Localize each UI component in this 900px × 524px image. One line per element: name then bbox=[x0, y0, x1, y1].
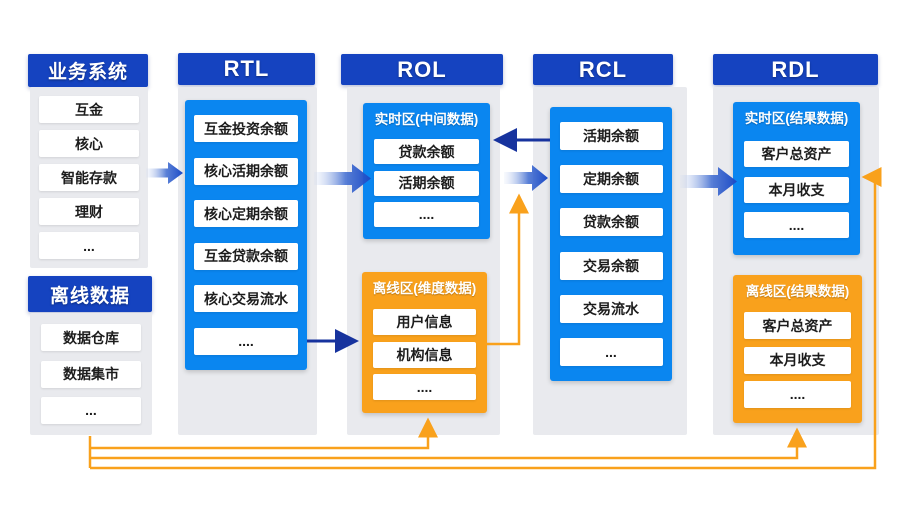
offline-data-header: 离线数据 bbox=[28, 276, 152, 312]
business-system-list: 互金 核心 智能存款 理财 ... bbox=[30, 89, 148, 266]
list-item: .... bbox=[373, 374, 476, 401]
rol-title: ROL bbox=[397, 56, 447, 82]
list-item: 互金投资余额 bbox=[194, 115, 298, 143]
offline-data-title: 离线数据 bbox=[49, 285, 130, 307]
list-item: 互金 bbox=[39, 96, 139, 123]
list-item: 核心 bbox=[39, 130, 139, 157]
list-item: 本月收支 bbox=[744, 176, 849, 203]
rdl-realtime-zone-title: 实时区(结果数据) bbox=[744, 111, 849, 126]
list-item: 本月收支 bbox=[744, 346, 851, 374]
offline-data-list: 数据仓库 数据集市 ... bbox=[30, 315, 152, 433]
list-item: 用户信息 bbox=[373, 308, 476, 335]
rcl-header: RCL bbox=[533, 54, 673, 85]
rdl-header: RDL bbox=[713, 54, 878, 85]
rol-realtime-zone-title: 实时区(中间数据) bbox=[374, 112, 479, 127]
list-item: 贷款余额 bbox=[559, 208, 663, 237]
list-item: .... bbox=[194, 327, 298, 355]
list-item: 核心定期余额 bbox=[194, 200, 298, 228]
list-item: 核心活期余额 bbox=[194, 157, 298, 185]
list-item: 理财 bbox=[39, 198, 139, 225]
list-item: 交易流水 bbox=[559, 294, 663, 323]
list-item: 智能存款 bbox=[39, 164, 139, 191]
rol-header: ROL bbox=[341, 54, 503, 85]
list-item: 贷款余额 bbox=[374, 139, 479, 165]
list-item: 交易余额 bbox=[559, 251, 663, 280]
rdl-offline-zone-title: 离线区(结果数据) bbox=[745, 284, 850, 299]
list-item: 数据仓库 bbox=[41, 324, 141, 352]
rtl-zone: 互金投资余额 核心活期余额 核心定期余额 互金贷款余额 核心交易流水 .... bbox=[185, 100, 307, 370]
business-system-title: 业务系统 bbox=[47, 62, 128, 83]
rdl-realtime-zone: 实时区(结果数据) 客户总资产 本月收支 .... bbox=[733, 102, 860, 255]
list-item: 机构信息 bbox=[373, 341, 476, 368]
rdl-title: RDL bbox=[771, 56, 820, 82]
rol-realtime-zone: 实时区(中间数据) 贷款余额 活期余额 .... bbox=[363, 103, 490, 239]
rol-offline-zone: 离线区(维度数据) 用户信息 机构信息 .... bbox=[362, 272, 487, 413]
list-item: 活期余额 bbox=[374, 170, 479, 196]
list-item: 互金贷款余额 bbox=[194, 242, 298, 270]
list-item: ... bbox=[41, 396, 141, 424]
list-item: .... bbox=[744, 380, 851, 408]
rdl-realtime-list: 客户总资产 本月收支 .... bbox=[733, 132, 860, 247]
rol-offline-list: 用户信息 机构信息 .... bbox=[362, 302, 487, 407]
rtl-list: 互金投资余额 核心活期余额 核心定期余额 互金贷款余额 核心交易流水 .... bbox=[185, 100, 307, 370]
rol-offline-zone-title: 离线区(维度数据) bbox=[372, 281, 477, 296]
rtl-header: RTL bbox=[178, 53, 315, 85]
list-item: 客户总资产 bbox=[744, 141, 849, 168]
rol-realtime-list: 贷款余额 活期余额 .... bbox=[363, 133, 490, 233]
list-item: ... bbox=[39, 232, 139, 259]
rcl-zone: 活期余额 定期余额 贷款余额 交易余额 交易流水 ... bbox=[550, 107, 672, 381]
list-item: 数据集市 bbox=[41, 360, 141, 388]
list-item: 活期余额 bbox=[559, 122, 663, 151]
rdl-offline-zone: 离线区(结果数据) 客户总资产 本月收支 .... bbox=[733, 275, 862, 423]
list-item: .... bbox=[744, 211, 849, 238]
rcl-title: RCL bbox=[578, 56, 628, 82]
list-item: 定期余额 bbox=[559, 165, 663, 194]
rtl-title: RTL bbox=[223, 56, 270, 81]
list-item: 客户总资产 bbox=[744, 312, 851, 340]
list-item: ... bbox=[559, 337, 663, 366]
rdl-offline-list: 客户总资产 本月收支 .... bbox=[733, 305, 862, 415]
list-item: 核心交易流水 bbox=[194, 285, 298, 313]
rcl-list: 活期余额 定期余额 贷款余额 交易余额 交易流水 ... bbox=[550, 107, 672, 381]
business-system-header: 业务系统 bbox=[28, 54, 148, 87]
list-item: .... bbox=[374, 201, 479, 227]
